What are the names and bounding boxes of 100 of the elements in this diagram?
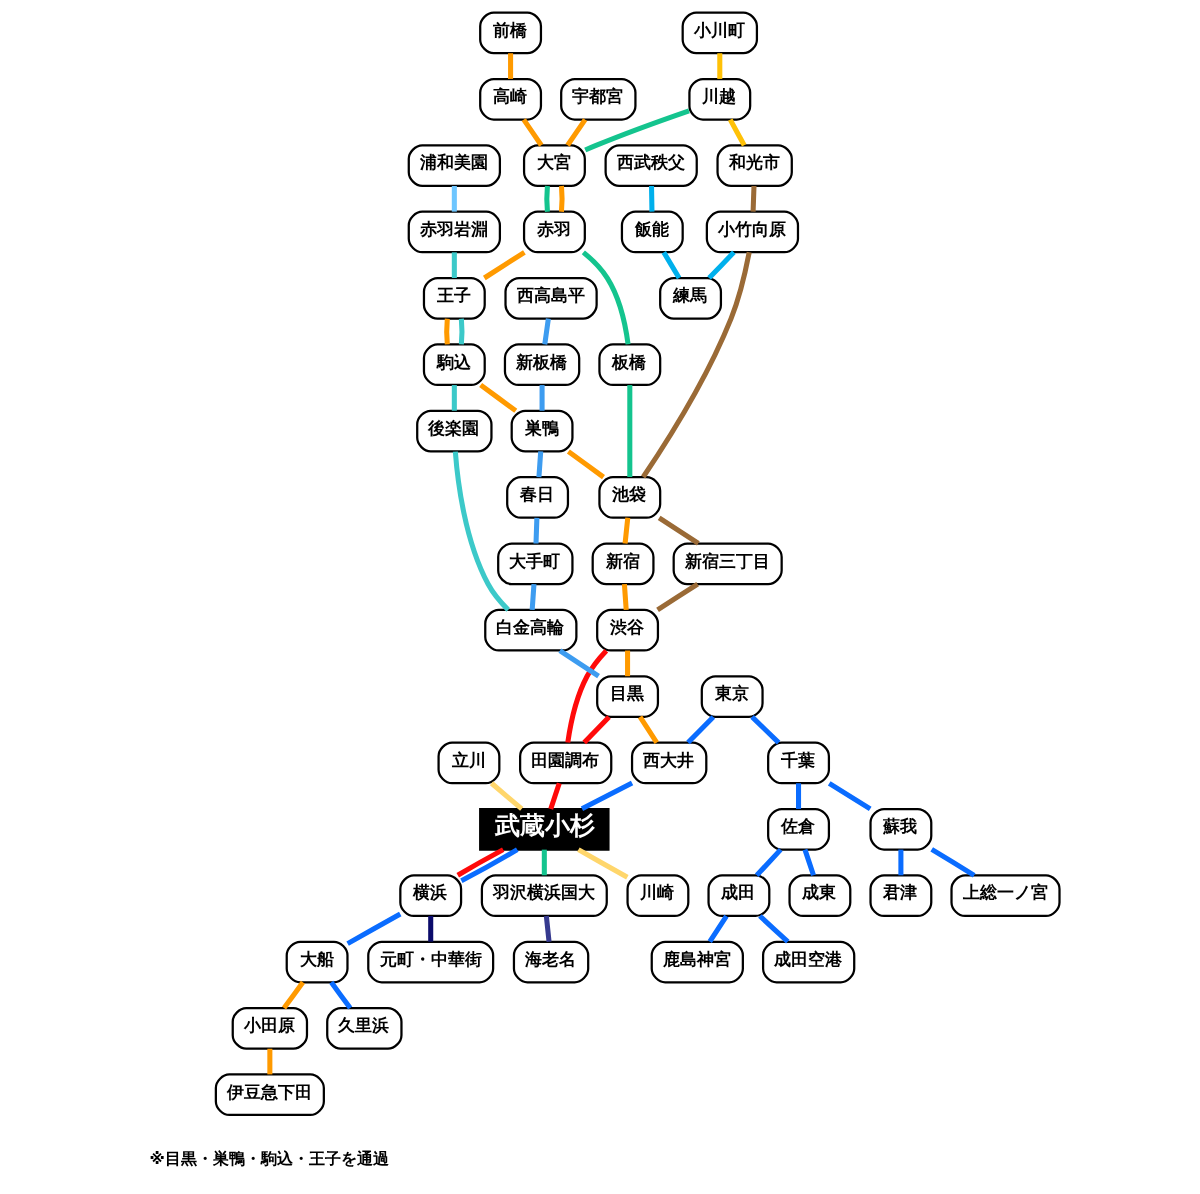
connector [565,649,609,743]
connector [452,451,510,612]
connector [717,53,723,79]
connector [529,584,537,610]
connector [802,848,816,877]
connector [543,915,552,942]
node-box: 羽沢横浜国大 [480,874,608,917]
connector [707,914,729,944]
connector [544,185,550,212]
node-box: 小川町 [681,11,759,55]
connector [329,980,353,1010]
connector [282,980,305,1010]
node-box: 海老名 [512,940,590,984]
connector [428,916,434,942]
connector [637,715,659,744]
node-box: 巣鴨 [510,409,574,453]
node-box: 浦和美園 [407,144,501,187]
connector [267,1048,273,1075]
node-box: 渋谷 [596,608,660,652]
connector [580,780,634,812]
node-box: 成東 [788,874,852,917]
node-box: 横浜 [399,874,463,917]
connector [898,849,904,876]
connector [479,383,518,413]
node-box: 池袋 [598,476,662,519]
node-box: 田園調布 [519,741,613,785]
node-box: 和光市 [716,144,793,187]
connector [508,53,514,79]
node-box: 小田原 [231,1007,309,1050]
node-box: 王子 [422,277,486,320]
node-box: 武蔵小杉 [479,807,610,851]
connector [346,911,402,946]
node-box: 伊豆急下田 [214,1073,325,1117]
connector [827,781,872,812]
node-box: 高崎 [479,77,543,121]
node-box: 東京 [700,675,764,718]
node-box: 飯能 [620,210,684,254]
connector [930,847,976,878]
connector [451,252,457,278]
node-box: 久里浜 [326,1007,403,1050]
connector [548,782,562,810]
connector [707,250,736,280]
node-box: 川越 [688,77,752,121]
connector [625,650,631,677]
connector [656,582,699,612]
connector [641,251,752,479]
node-box: 佐倉 [767,807,831,851]
connector [584,108,690,153]
connector [558,185,565,212]
connector [460,847,519,884]
connector [558,648,600,679]
node-box: 上総一ノ宮 [950,874,1061,917]
node-box: 赤羽岩淵 [407,210,501,254]
connector [458,318,465,345]
node-box: 西高島平 [504,277,598,320]
node-box: 前橋 [479,11,543,55]
connector [686,715,716,745]
node-box: 千葉 [767,741,831,785]
node-box: 川崎 [626,874,690,917]
connector [451,186,457,212]
connector [565,118,588,147]
node-box: 成田空港 [761,940,856,984]
node-box: 新宿三丁目 [672,542,783,586]
connector [521,118,544,147]
connector [536,451,544,478]
node-box: 宇都宮 [560,77,637,121]
connector [483,250,526,281]
connector [754,847,783,878]
connector [750,185,757,212]
node-box: 春日 [506,476,570,519]
node-box: 大船 [285,940,349,984]
connector [796,783,802,809]
node-box: 後楽園 [416,409,493,453]
connector [657,515,700,546]
connector [456,847,505,878]
node-box: 君津 [869,874,933,917]
node-box: 板橋 [598,343,662,387]
connector [758,914,790,944]
node-box: 大宮 [522,144,586,187]
node-box: 西大井 [630,741,708,785]
connector [728,118,747,147]
node-box: 大手町 [497,542,574,586]
connector [533,517,540,544]
connector [622,517,631,544]
node-box: 白金高輪 [484,608,578,652]
node-box: 成田 [707,874,771,917]
connector [489,781,524,811]
connector [582,715,611,745]
connector [566,449,605,480]
connector [451,385,457,411]
connector [581,250,631,345]
node-box: 小竹向原 [705,210,800,254]
connector [541,849,547,876]
node-box: 蘇我 [869,807,933,851]
node-box: 新板橋 [503,343,581,387]
connector [444,318,450,345]
connector [627,385,633,477]
node-box: 駒込 [422,343,486,387]
node-box: 元町・中華街 [367,940,495,984]
node-box: 練馬 [659,277,723,320]
